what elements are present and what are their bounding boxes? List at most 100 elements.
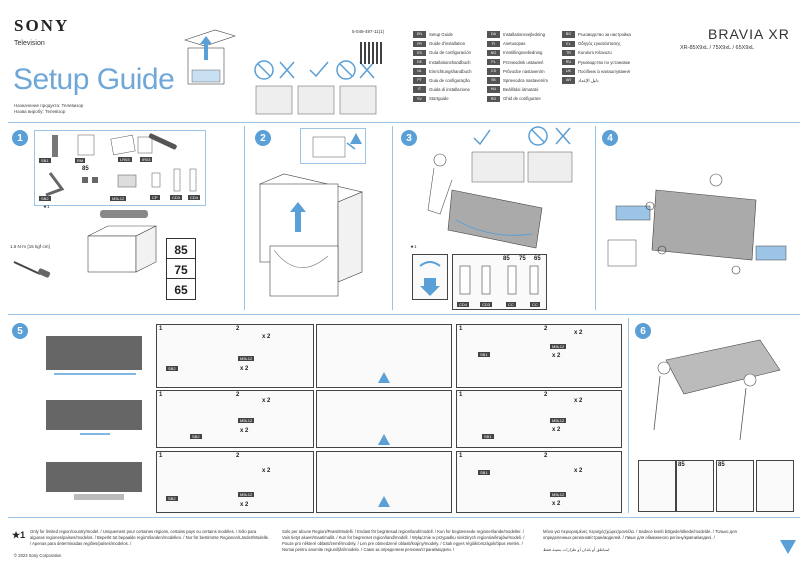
- warning-icon: [378, 434, 390, 445]
- count-label: x 2: [574, 468, 583, 474]
- substep-2: 2: [236, 453, 240, 459]
- substep-1: 1: [459, 326, 463, 332]
- size-label: 65: [534, 256, 541, 262]
- size-label-85: 85: [166, 238, 196, 260]
- count-label: x 2: [262, 398, 271, 404]
- step6-detail-3: [716, 460, 754, 512]
- screw-label: M5L12: [238, 356, 255, 361]
- part-label: LR03: [118, 157, 132, 162]
- screw-label: M5L12: [238, 418, 255, 423]
- part-label: SB1: [39, 158, 51, 163]
- step-number-3: 3: [401, 130, 417, 146]
- part-label: CD4: [188, 195, 201, 200]
- warning-icon: [378, 372, 390, 383]
- qr-code-icon: [360, 42, 382, 64]
- size-label: 85: [678, 462, 685, 468]
- box-open-detail: [312, 136, 356, 158]
- count-label: x 2: [552, 353, 561, 359]
- footnote-text-3: Μόνο για περιορισμένες περιοχές/χώρες/μο…: [543, 529, 737, 540]
- footnote-mark: ★1: [410, 244, 417, 249]
- screw-label: M5L12: [238, 492, 255, 497]
- substep-2: 2: [544, 453, 548, 459]
- step6-detail-4: [756, 460, 794, 512]
- torque-spec: 1.5 N·m {15 kgf·cm}: [10, 244, 51, 249]
- footnote-mark: ★1: [12, 530, 26, 540]
- count-label: x 2: [240, 366, 249, 372]
- step6-detail-2: [676, 460, 714, 512]
- count-label: x 2: [240, 502, 249, 508]
- count-label: x 2: [262, 334, 271, 340]
- size-label: 75: [519, 256, 526, 262]
- substep-1: 1: [459, 392, 463, 398]
- part-label: CD3: [480, 302, 493, 307]
- size-label-75: 75: [166, 258, 196, 280]
- step-number-5: 5: [12, 323, 28, 339]
- screw-label: M5L12: [550, 418, 567, 423]
- part-label: CC: [506, 302, 516, 307]
- step5-row1-left: [156, 324, 314, 388]
- count-label: x 2: [262, 468, 271, 474]
- part-label: SB2: [166, 496, 178, 501]
- part-label: SB2: [166, 366, 178, 371]
- part-label: SB1: [478, 470, 490, 475]
- step-number-2: 2: [255, 130, 271, 146]
- step-number-6: 6: [635, 323, 651, 339]
- count-label: x 2: [574, 398, 583, 404]
- screw-size-count: 85: [82, 166, 89, 172]
- part-label: RM: [75, 158, 86, 163]
- model-list: XR-85X9xL / 75X9xL / 65X9xL: [680, 45, 755, 51]
- screw-label: M5L12: [550, 492, 567, 497]
- count-label: x 2: [552, 501, 561, 507]
- page-title: Setup Guide: [13, 63, 175, 96]
- part-label: SB2: [190, 434, 202, 439]
- tv-unbox-illustration: [427, 153, 543, 249]
- copyright: © 2023 Sony Corporation: [14, 553, 62, 558]
- step5-row2-right: [456, 390, 622, 448]
- footnote-text-ar: لمناطق أو بلدان أو طرازات معينة فقط: [543, 547, 610, 552]
- step5-row3-right: [456, 451, 622, 513]
- screw-label: M5L12: [110, 196, 127, 201]
- tv-stand-removal-illustration: [607, 173, 787, 275]
- footnote-text-2: Solo per alcune Regioni/Paesi/Modelli. /…: [282, 529, 525, 552]
- series-logo: BRAVIA XR: [708, 26, 790, 42]
- part-label: SB2: [39, 196, 51, 201]
- warning-icon: [378, 496, 390, 507]
- screwdriver-icon: [13, 261, 51, 278]
- step-number-4: 4: [602, 130, 618, 146]
- subtitle-line-uk: Назва виробу: Телевізор: [14, 109, 66, 114]
- subtitle-line-ru: Назначение продукта: Телевизор: [14, 103, 84, 108]
- count-label: x 2: [552, 427, 561, 433]
- count-label: x 2: [574, 330, 583, 336]
- handling-dos-donts: [254, 60, 377, 115]
- part-label: IR03: [140, 157, 153, 162]
- step3-dos-donts: [471, 126, 573, 183]
- part-number: 5-049-497-11(1): [352, 29, 385, 34]
- part-label: CD3: [170, 195, 183, 200]
- tv-stand-up-illustration: [653, 339, 781, 441]
- part-label: CD4: [457, 302, 470, 307]
- size-label-65: 65: [166, 278, 196, 300]
- substep-2: 2: [544, 326, 548, 332]
- brand-logo: SONY: [14, 16, 70, 35]
- substep-1: 1: [159, 392, 163, 398]
- step5-row1-mid: [316, 324, 452, 388]
- sound-bar-box-illustration: [87, 210, 157, 273]
